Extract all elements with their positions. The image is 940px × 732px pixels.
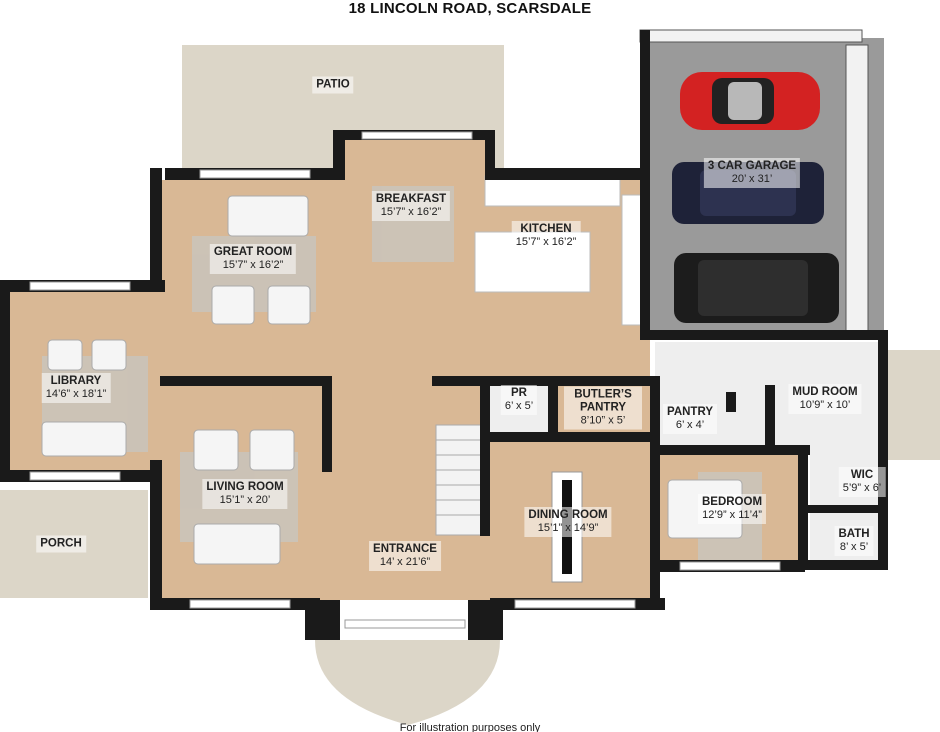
room-name: BUTLER’S PANTRY <box>574 388 632 414</box>
room-name: 3 CAR GARAGE <box>707 160 797 172</box>
room-dimensions: 6’ x 4’ <box>675 419 705 431</box>
kitchen-side-counter <box>621 194 643 326</box>
room-label-living-room: LIVING ROOM 15’1” x 20’ <box>202 479 288 509</box>
room-name: ENTRANCE <box>373 543 437 555</box>
room-dimensions: 15’1” x 14’9” <box>537 522 599 534</box>
plan-title: 18 LINCOLN ROAD, SCARSDALE <box>348 0 592 17</box>
room-dimensions: 14’ x 21’6” <box>379 556 431 568</box>
room-label-dining-room: DINING ROOM 15’1” x 14’9” <box>524 507 612 537</box>
room-name: PR <box>511 387 527 399</box>
room-name: PANTRY <box>667 406 713 418</box>
garage-wall <box>639 29 869 336</box>
room-dimensions: 12’9” x 11’4” <box>702 509 762 521</box>
room-label-great-room: GREAT ROOM 15’7” x 16’2” <box>209 244 297 274</box>
room-dimensions: 10’9” x 10’ <box>799 399 851 411</box>
black-suv <box>674 253 839 323</box>
room-label-breakfast: BREAKFAST 15’7” x 16’2” <box>371 191 451 221</box>
room-name: KITCHEN <box>520 223 572 235</box>
footnote: For illustration purposes only <box>399 722 541 732</box>
room-name: DINING ROOM <box>528 509 608 521</box>
room-label-porch: PORCH <box>36 535 86 553</box>
kitchen-counter <box>484 175 621 207</box>
staircase <box>435 424 489 536</box>
room-dimensions: 15’7” x 16’2” <box>515 236 577 248</box>
room-name: BEDROOM <box>701 496 763 508</box>
room-name: MUD ROOM <box>792 386 858 398</box>
room-dimensions: 15’7” x 16’2” <box>222 259 284 271</box>
room-dimensions: 5’9” x 6’ <box>842 482 882 494</box>
room-label-library: LIBRARY 14’6” x 18’1” <box>41 373 111 403</box>
room-label-pr: PR 6’ x 5’ <box>500 385 538 415</box>
room-dimensions: 15’1” x 20’ <box>219 494 271 506</box>
room-label-bedroom: BEDROOM 12’9” x 11’4” <box>697 494 767 524</box>
room-label-mud-room: MUD ROOM 10’9” x 10’ <box>788 384 862 414</box>
room-name: LIBRARY <box>50 375 102 387</box>
room-dimensions: 6’ x 5’ <box>504 400 534 412</box>
windows <box>29 131 781 629</box>
room-label-bath: BATH 8’ x 5’ <box>834 526 874 556</box>
room-label-kitchen: KITCHEN 15’7” x 16’2” <box>511 221 581 251</box>
side-entry-area <box>888 350 940 460</box>
room-name: BREAKFAST <box>375 193 447 205</box>
room-label-butlers-pantry: BUTLER’S PANTRY 8’10” x 5’ <box>564 386 642 430</box>
red-car <box>680 72 820 130</box>
room-name: PATIO <box>316 78 350 91</box>
room-label-wic: WIC 5’9” x 6’ <box>838 467 886 497</box>
room-label-entrance: ENTRANCE 14’ x 21’6” <box>369 541 441 571</box>
room-name: LIVING ROOM <box>206 481 284 493</box>
room-name: GREAT ROOM <box>213 246 293 258</box>
room-label-patio: PATIO <box>312 76 354 94</box>
room-name: BATH <box>838 528 870 540</box>
room-dimensions: 8’ x 5’ <box>839 541 869 553</box>
room-label-pantry: PANTRY 6’ x 4’ <box>663 404 717 434</box>
room-name: PORCH <box>40 537 82 550</box>
room-dimensions: 8’10” x 5’ <box>580 414 626 427</box>
room-name: WIC <box>850 469 874 481</box>
front-step <box>315 640 500 725</box>
room-dimensions: 20’ x 31’ <box>731 173 773 185</box>
room-dimensions: 14’6” x 18’1” <box>45 388 107 400</box>
room-dimensions: 15’7” x 16’2” <box>380 206 442 218</box>
room-label-garage: 3 CAR GARAGE 20’ x 31’ <box>703 158 801 188</box>
